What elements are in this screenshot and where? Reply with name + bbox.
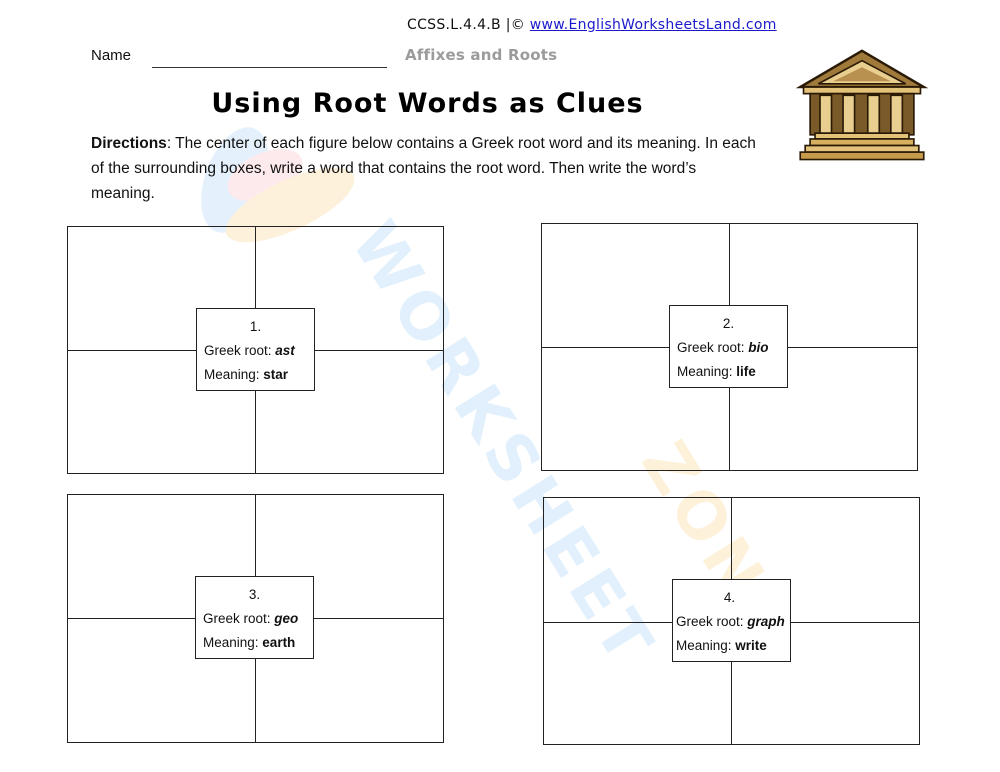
meaning-line: Meaning: life	[677, 364, 756, 379]
greek-temple-icon	[795, 49, 929, 161]
meaning: write	[735, 638, 767, 653]
figure-4-center-box: 4. Greek root: graph Meaning: write	[672, 579, 791, 662]
meaning-line: Meaning: write	[676, 638, 767, 653]
meaning-line: Meaning: star	[204, 367, 289, 382]
figure-3: 3. Greek root: geo Meaning: earth	[67, 494, 444, 743]
directions-text: : The center of each figure below contai…	[91, 135, 756, 202]
figure-number: 4.	[723, 590, 736, 605]
name-label: Name	[91, 47, 132, 64]
subject-label: Affixes and Roots	[405, 46, 558, 64]
greek-root-line: Greek root: graph	[676, 614, 785, 629]
figure-2-center-box: 2. Greek root: bio Meaning: life	[669, 305, 788, 388]
greek-root-line: Greek root: bio	[677, 340, 769, 355]
figure-number: 2.	[722, 316, 735, 331]
meaning: earth	[262, 635, 296, 650]
figure-1: 1. Greek root: ast Meaning: star	[67, 226, 444, 474]
greek-root-line: Greek root: geo	[203, 611, 299, 626]
figure-number: 1.	[249, 319, 262, 334]
directions-label: Directions	[91, 135, 167, 152]
greek-root: graph	[747, 614, 785, 629]
figure-4: 4. Greek root: graph Meaning: write	[543, 497, 920, 745]
site-link[interactable]: www.EnglishWorksheetsLand.com	[529, 17, 777, 33]
standard-header: CCSS.L.4.4.B |© www.EnglishWorksheetsLan…	[407, 17, 777, 33]
figure-1-center-box: 1. Greek root: ast Meaning: star	[196, 308, 315, 391]
greek-root-line: Greek root: ast	[204, 343, 295, 358]
directions: Directions: The center of each figure be…	[91, 131, 761, 206]
figure-number: 3.	[248, 587, 261, 602]
figure-3-center-box: 3. Greek root: geo Meaning: earth	[195, 576, 314, 659]
copyright-separator: |©	[500, 17, 530, 33]
greek-root: ast	[275, 343, 295, 358]
name-field-line[interactable]	[152, 67, 387, 68]
standard-code: CCSS.L.4.4.B	[407, 17, 501, 33]
meaning: star	[263, 367, 289, 382]
page-title: Using Root Words as Clues	[211, 88, 644, 119]
greek-root: bio	[748, 340, 769, 355]
figure-2: 2. Greek root: bio Meaning: life	[541, 223, 918, 471]
meaning: life	[736, 364, 756, 379]
greek-root: geo	[274, 611, 299, 626]
meaning-line: Meaning: earth	[203, 635, 296, 650]
